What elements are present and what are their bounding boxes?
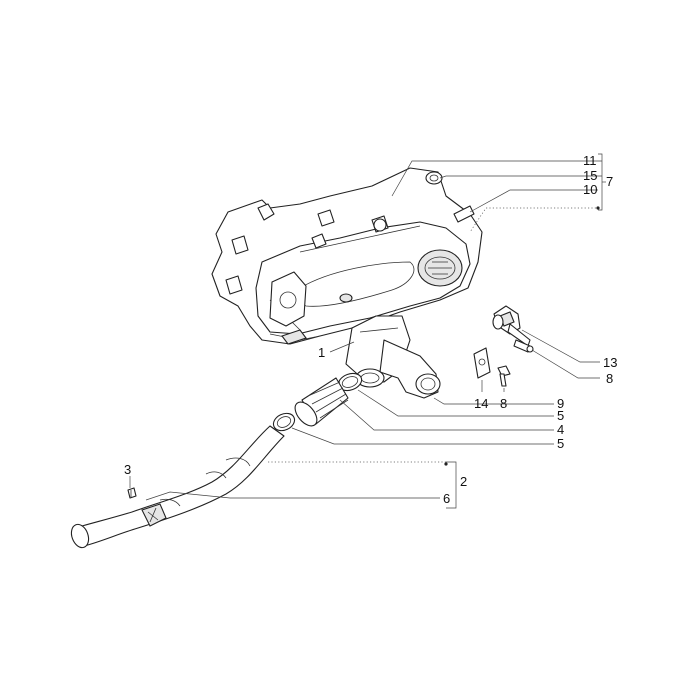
callout-1: 1 [318, 345, 325, 360]
callout-5-lower: 5 [557, 436, 564, 451]
callout-3: 3 [124, 462, 131, 477]
callout-8-upper: 8 [606, 371, 613, 386]
seal-ring [425, 171, 443, 185]
intake-tube [70, 425, 285, 549]
callout-15: 15 [583, 168, 597, 183]
callout-14: 14 [474, 396, 488, 411]
callout-2: 2 [460, 474, 467, 489]
callout-4: 4 [557, 422, 564, 437]
screw [127, 487, 137, 499]
callout-11: 11 [583, 153, 597, 168]
callout-13: 13 [603, 355, 617, 370]
hose-clamp-lower [272, 412, 296, 432]
bracket-clamp [492, 305, 531, 347]
callout-7: 7 [606, 174, 613, 189]
crankcase-cover [211, 167, 483, 345]
callout-9: 9 [557, 396, 564, 411]
bolt-lower [497, 365, 511, 387]
leader-lines [129, 153, 606, 509]
mounting-plate [473, 347, 491, 379]
callout-6: 6 [443, 491, 450, 506]
air-intake-duct [345, 315, 441, 399]
callout-10: 10 [583, 182, 597, 197]
dowel-pin [453, 205, 475, 223]
callout-5-upper: 5 [557, 408, 564, 423]
bolt-upper [513, 339, 534, 353]
bellows-hose [294, 377, 349, 427]
callout-8-lower: 8 [500, 396, 507, 411]
